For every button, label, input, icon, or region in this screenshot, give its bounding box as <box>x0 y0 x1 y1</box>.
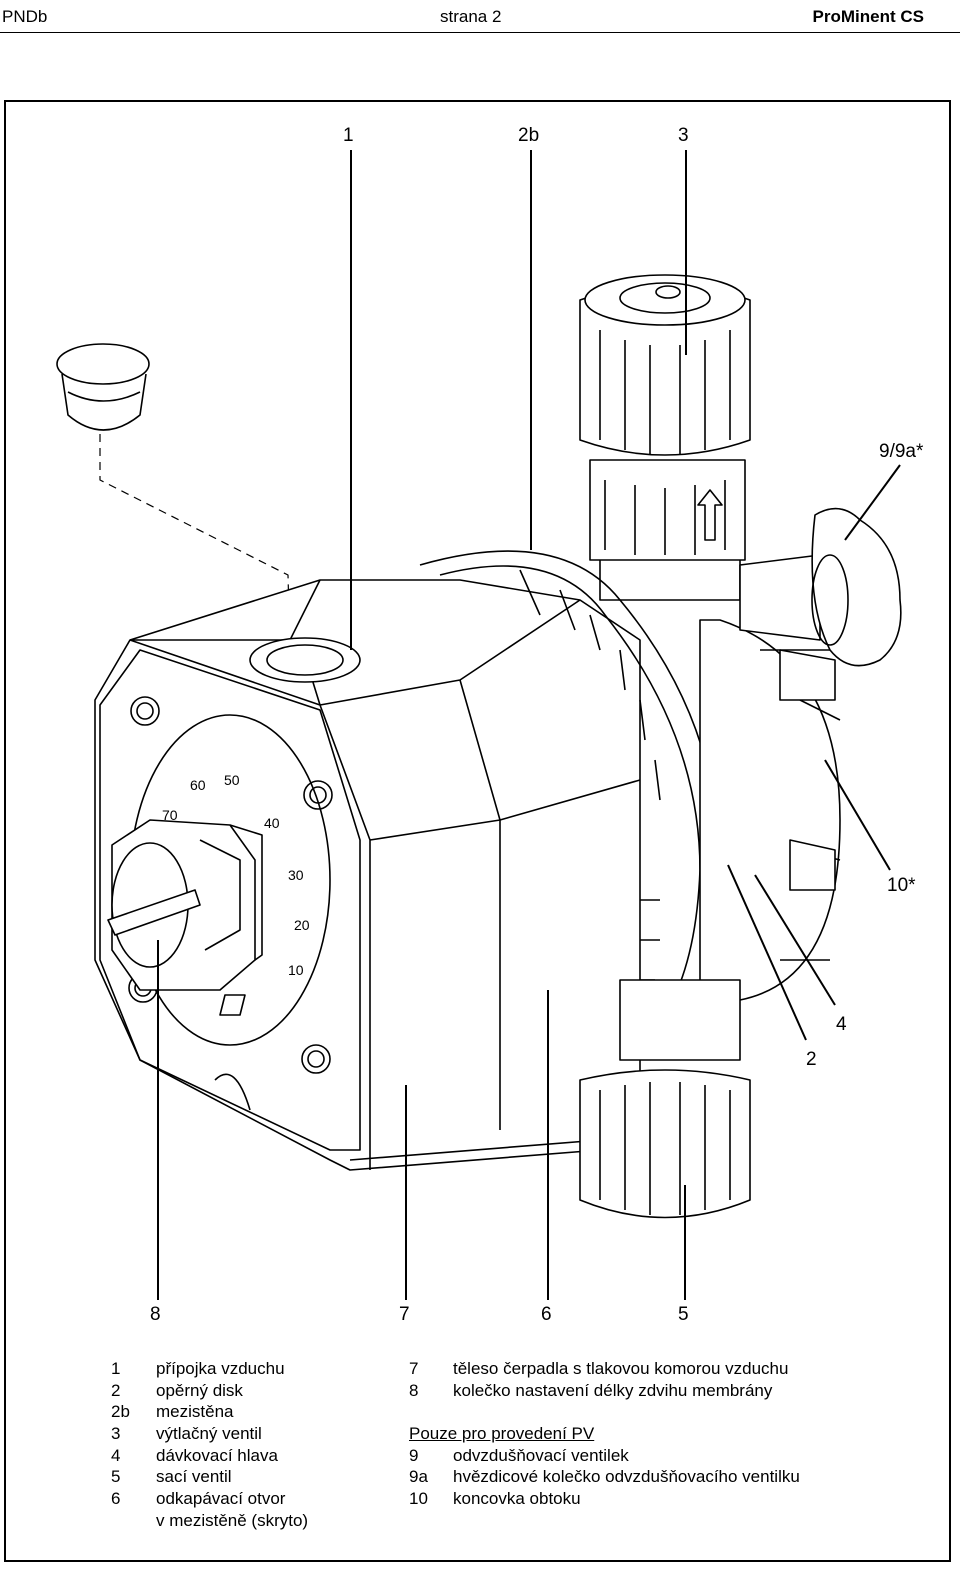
dial-scale: 70 60 50 40 30 20 10 <box>162 772 310 978</box>
page-header: PNDb strana 2 ProMinent CS <box>0 0 960 33</box>
callout-labels: 1 2b 3 9/9a* 10* 4 2 8 7 6 5 <box>150 125 924 1325</box>
callout-5: 5 <box>678 1304 689 1325</box>
callout-8: 8 <box>150 1304 161 1325</box>
figure-frame <box>4 100 951 1562</box>
leader-lines <box>157 150 901 1300</box>
callout-2b: 2b <box>518 125 539 146</box>
callout-9-9a: 9/9a* <box>879 441 924 462</box>
suction-valve <box>579 979 751 1219</box>
callout-2: 2 <box>806 1049 817 1070</box>
legend-item <box>409 1401 909 1423</box>
header-left: PNDb <box>2 7 48 26</box>
header-page-number: strana 2 <box>440 7 502 26</box>
legend-item: v mezistěně (skryto) <box>156 1510 309 1530</box>
header-company: ProMinent CS <box>812 7 924 26</box>
callout-3: 3 <box>678 125 689 146</box>
discharge-valve <box>579 274 751 601</box>
dial-40: 40 <box>264 815 280 831</box>
stroke-knob <box>107 819 263 991</box>
dial-50: 50 <box>224 772 240 788</box>
dial-70: 70 <box>162 807 178 823</box>
dial-30: 30 <box>288 867 304 883</box>
callout-1: 1 <box>343 125 354 146</box>
dial-20: 20 <box>294 917 310 933</box>
pv-heading: Pouze pro provedení PV <box>409 1424 595 1444</box>
callout-7: 7 <box>399 1304 410 1325</box>
dial-60: 60 <box>190 777 206 793</box>
callout-6: 6 <box>541 1304 552 1325</box>
callout-4: 4 <box>836 1014 847 1035</box>
callout-10: 10* <box>887 875 916 896</box>
bypass-fittings <box>779 649 836 891</box>
dial-10: 10 <box>288 962 304 978</box>
pump-body <box>94 579 641 1171</box>
